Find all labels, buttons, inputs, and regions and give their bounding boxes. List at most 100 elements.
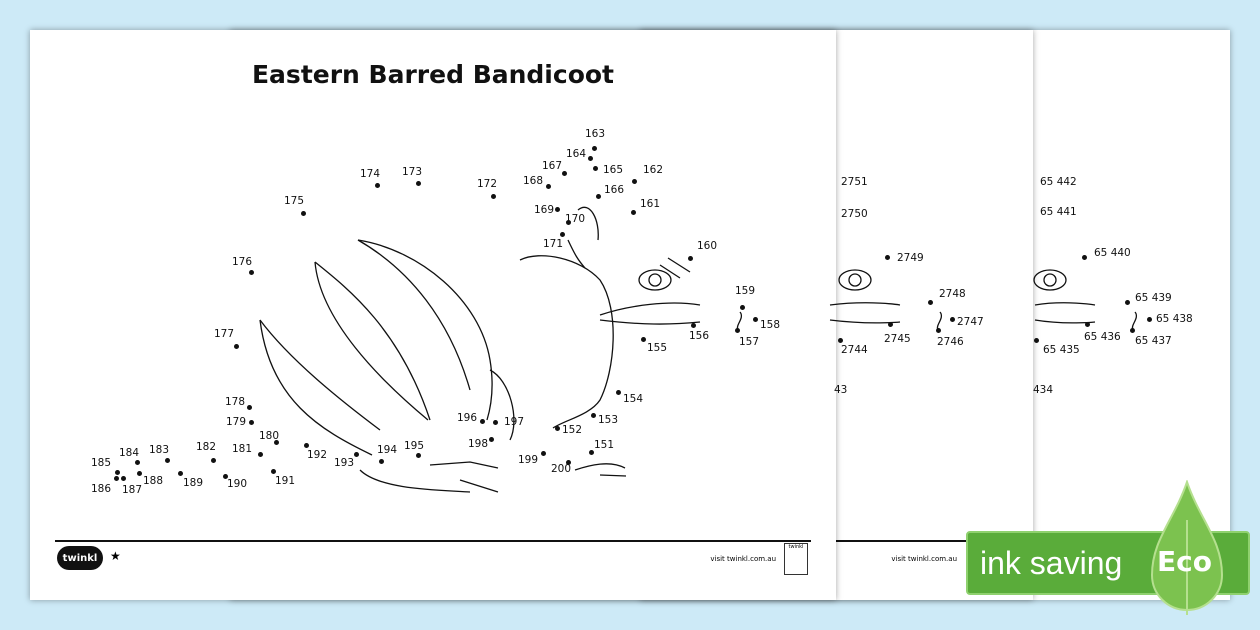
dot-number: 190 [227,478,248,490]
dot-point [233,343,239,349]
dot-point [353,451,359,457]
dot-point [1129,327,1135,333]
dot-point [590,412,596,418]
footer-url: visit twinkl.com.au [891,555,957,563]
dot-point [588,449,594,455]
dot-point [300,210,306,216]
worksheet-page-1: Eastern Barred Bandicoot twinkl ★ visit … [30,30,836,600]
dot-point [222,473,228,479]
dot-number: 65 439 [1135,292,1172,304]
dot-number: 152 [562,424,583,436]
dot-point [595,193,601,199]
dot-number: 176 [232,256,253,268]
dot-point [545,183,551,189]
dot-number: 65 442 [1040,176,1077,188]
dot-number: 2748 [939,288,966,300]
dot-point [591,145,597,151]
dot-number: 2747 [957,316,984,328]
dot-number: 166 [604,184,625,196]
dot-number: 177 [214,328,235,340]
dot-point [554,206,560,212]
eco-label: Eco [1157,545,1212,578]
dot-number: 65 437 [1135,335,1172,347]
dot-number: 162 [643,164,664,176]
dot-point [374,182,380,188]
dot-point [739,304,745,310]
dot-point [1081,254,1087,260]
dot-number: 2745 [884,333,911,345]
dot-point [615,389,621,395]
dot-point [177,470,183,476]
dot-number: 180 [259,430,280,442]
ink-saving-label: ink saving [980,545,1123,581]
dot-number: 154 [623,393,644,405]
dot-number: 160 [697,240,718,252]
dot-number: 151 [594,439,615,451]
dot-point [273,439,279,445]
dot-point [246,404,252,410]
dot-point [378,458,384,464]
dot-number: 165 [603,164,624,176]
dot-number: 167 [542,160,563,172]
dot-number: 182 [196,441,217,453]
dot-point [492,419,498,425]
dot-point [303,442,309,448]
dot-point [248,419,254,425]
dot-number: 2744 [841,344,868,356]
dot-point [837,337,843,343]
dot-number: 172 [477,178,498,190]
dot-number: 189 [183,477,204,489]
dot-number: 65 438 [1156,313,1193,325]
dot-point [114,469,120,475]
dot-point [559,231,565,237]
dot-point [561,170,567,176]
dot-point [164,457,170,463]
dot-number: 195 [404,440,425,452]
dot-number: 181 [232,443,253,455]
dot-number: 193 [334,457,355,469]
dot-number: 157 [739,336,760,348]
dot-point [949,316,955,322]
dot-number: 65 436 [1084,331,1121,343]
dot-number: 173 [402,166,423,178]
dot-point [887,321,893,327]
dot-number: 194 [377,444,398,456]
dot-point [565,459,571,465]
dot-number: 198 [468,438,489,450]
dot-number: 169 [534,204,555,216]
dot-point [927,299,933,305]
dot-number: 159 [735,285,756,297]
dot-point [752,316,758,322]
dot-point [1146,316,1152,322]
dot-number: 2750 [841,208,868,220]
dot-number: 179 [226,416,247,428]
dot-number: 65 440 [1094,247,1131,259]
dot-point [687,255,693,261]
dot-number: 175 [284,195,305,207]
dot-point [488,436,494,442]
dot-number: 65 441 [1040,206,1077,218]
page-title: Eastern Barred Bandicoot [251,60,614,89]
dot-number: 186 [91,483,112,495]
dot-point [884,254,890,260]
footer-url: visit twinkl.com.au [710,555,776,563]
dot-point [415,180,421,186]
dot-point [734,327,740,333]
dot-number: 178 [225,396,246,408]
dot-number: 163 [585,128,606,140]
dot-point [554,425,560,431]
dot-point [210,457,216,463]
dot-number: 2749 [897,252,924,264]
star-icon: ★ [110,549,121,563]
dot-number: 171 [543,238,564,250]
dot-number: 434 [1033,384,1054,396]
dot-point [113,475,119,481]
dot-point [134,459,140,465]
dot-number: 2746 [937,336,964,348]
dot-number: 158 [760,319,781,331]
dot-point [640,336,646,342]
dot-point [565,219,571,225]
dot-number: 191 [275,475,296,487]
twinkl-logo: twinkl [57,546,103,570]
